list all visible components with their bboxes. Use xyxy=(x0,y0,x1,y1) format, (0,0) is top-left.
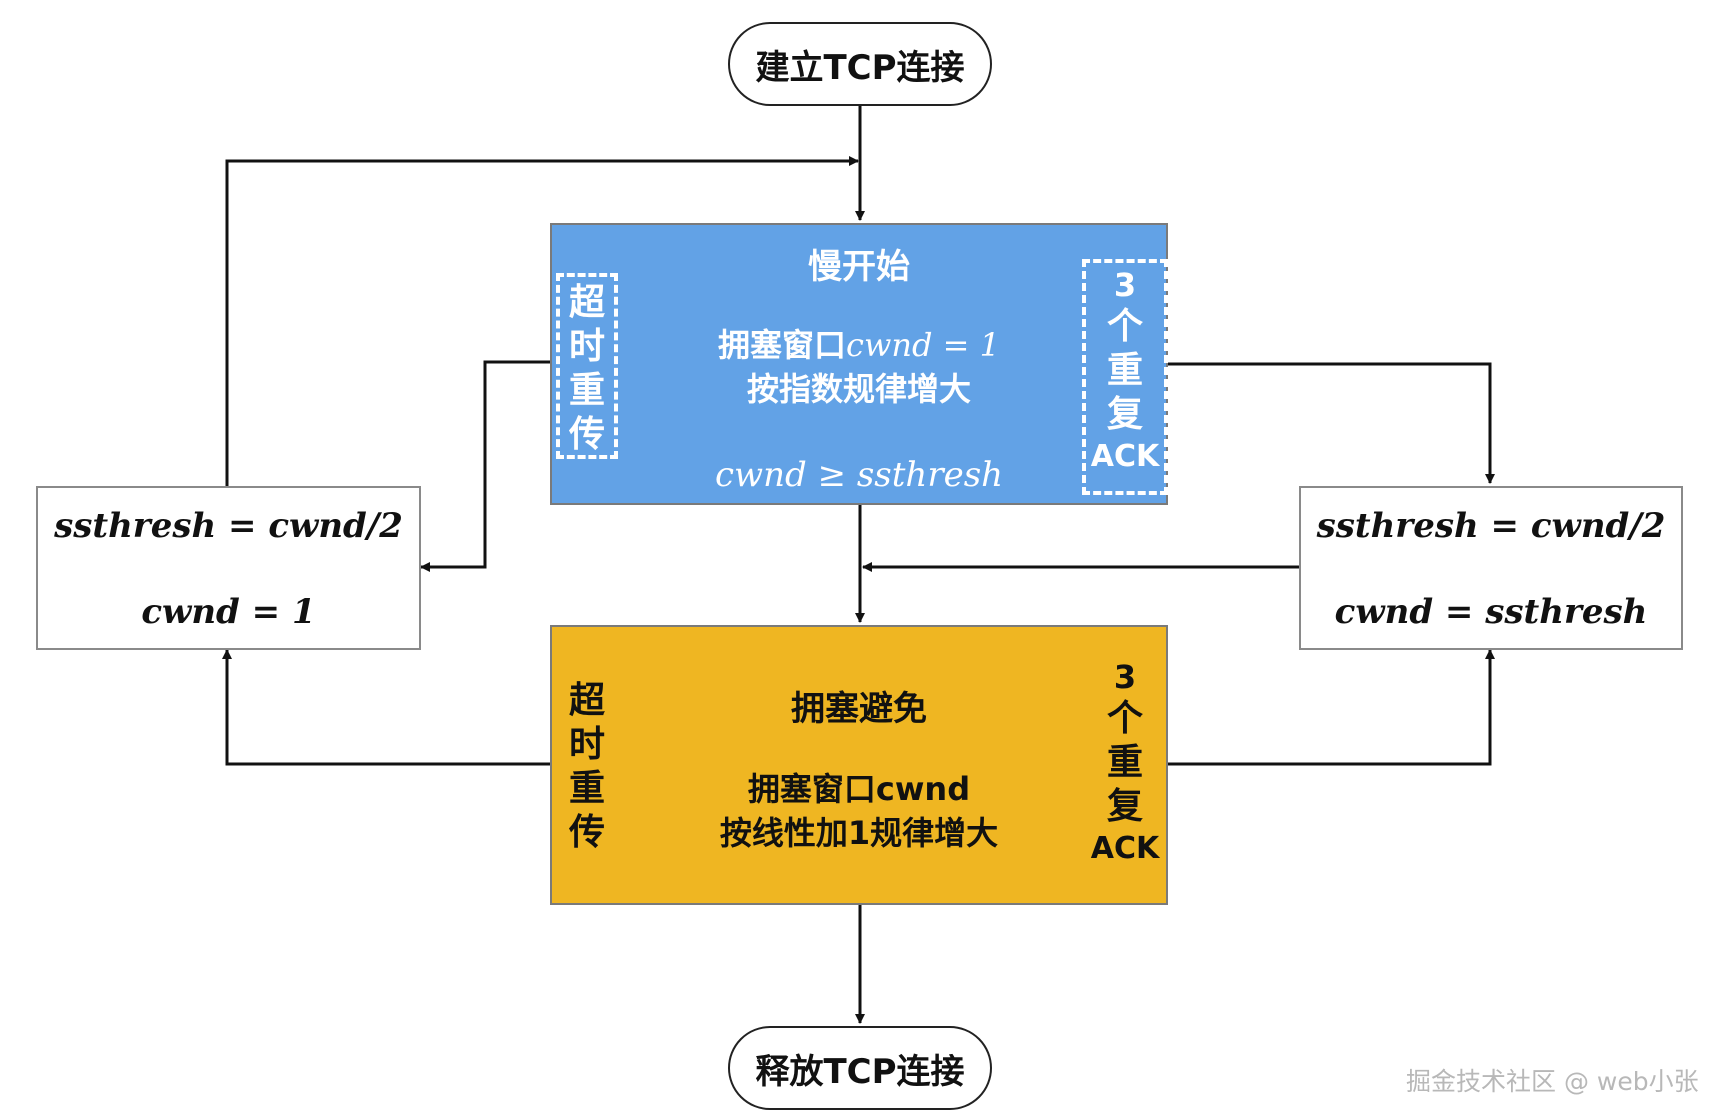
timeout-ssthresh-formula: ssthresh = cwnd/2 xyxy=(54,506,403,546)
timeout-char: 传 xyxy=(568,812,605,853)
timeout-char: 时 xyxy=(568,724,605,765)
slow-start-cwnd-math: cwnd = 1 xyxy=(846,326,1000,364)
dupack-ssthresh-formula: ssthresh = cwnd/2 xyxy=(1316,506,1666,546)
arrow-slow-start-timeout xyxy=(420,360,550,572)
timeout-char: 超 xyxy=(568,680,605,721)
watermark: 掘金技术社区 @ web小张 xyxy=(1406,1067,1699,1096)
dupack-char: 个 xyxy=(1106,698,1143,739)
congestion-avoidance-node: 拥塞避免 拥塞窗口cwnd 按线性加1规律增大 超 时 重 传 3 个 重 复 … xyxy=(550,625,1168,905)
slow-start-growth-line: 按指数规律增大 xyxy=(746,370,971,408)
dupack-char: 重 xyxy=(1106,742,1143,783)
slow-start-cwnd-prefix: 拥塞窗口 xyxy=(718,326,847,364)
dupack-cwnd-formula: cwnd = ssthresh xyxy=(1334,592,1648,632)
dupack-char: 重 xyxy=(1106,350,1143,391)
timeout-cwnd-formula: cwnd = 1 xyxy=(141,592,316,632)
slow-start-title: 慢开始 xyxy=(808,247,910,287)
avoidance-growth-line: 按线性加1规律增大 xyxy=(719,814,999,852)
timeout-char: 时 xyxy=(568,326,605,367)
avoidance-dupack-label: 3 个 重 复 ACK xyxy=(1082,657,1168,897)
slow-start-node: 慢开始 拥塞窗口cwnd = 1 按指数规律增大 cwnd ≥ ssthresh… xyxy=(550,223,1168,505)
end-node: 释放TCP连接 xyxy=(728,1026,992,1110)
timeout-char: 超 xyxy=(568,282,605,323)
arrow-slow-start-dupack xyxy=(1168,362,1495,484)
dupack-char: 复 xyxy=(1106,786,1143,827)
dupack-ack: ACK xyxy=(1090,439,1160,474)
arrow-avoidance-dupack xyxy=(1168,649,1495,766)
slow-start-dupack-label: 3 个 重 复 ACK xyxy=(1082,259,1168,495)
avoidance-cwnd-line: 拥塞窗口cwnd xyxy=(747,770,971,808)
end-label: 释放TCP连接 xyxy=(755,1051,965,1092)
arrow-timeout-box-back-to-slow-start xyxy=(225,156,859,486)
start-label: 建立TCP连接 xyxy=(755,47,965,88)
avoidance-title: 拥塞避免 xyxy=(791,689,927,729)
timeout-reset-box: ssthresh = cwnd/2 cwnd = 1 xyxy=(36,486,421,650)
dupack-count: 3 xyxy=(1113,266,1137,304)
dupack-char: 个 xyxy=(1106,306,1143,347)
arrow-avoidance-timeout xyxy=(222,649,550,766)
slow-start-cwnd-line: 拥塞窗口cwnd = 1 xyxy=(552,323,1166,367)
timeout-char: 重 xyxy=(568,370,605,411)
dupack-ack: ACK xyxy=(1090,831,1160,866)
slow-start-timeout-label: 超 时 重 传 xyxy=(556,273,618,459)
dupack-count: 3 xyxy=(1113,658,1137,696)
timeout-char: 重 xyxy=(568,768,605,809)
timeout-char: 传 xyxy=(568,414,605,455)
dupack-char: 复 xyxy=(1106,394,1143,435)
start-node: 建立TCP连接 xyxy=(728,22,992,106)
dupack-reset-box: ssthresh = cwnd/2 cwnd = ssthresh xyxy=(1299,486,1683,650)
slow-start-threshold-condition: cwnd ≥ ssthresh xyxy=(714,455,1004,495)
avoidance-timeout-label: 超 时 重 传 xyxy=(556,675,618,865)
